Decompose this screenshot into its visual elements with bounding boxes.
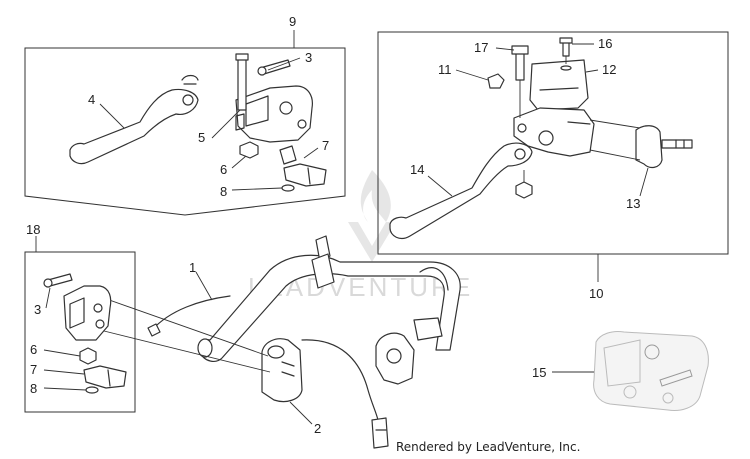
callout-13: 13 — [626, 196, 640, 211]
callout-5: 5 — [198, 130, 205, 145]
part-7-switch-b — [83, 365, 127, 389]
callout-6b: 6 — [30, 342, 37, 357]
callout-17: 17 — [474, 40, 488, 55]
callout-15: 15 — [532, 365, 546, 380]
callout-7b: 7 — [30, 362, 37, 377]
part-11-cap — [487, 73, 505, 89]
callout-18: 18 — [26, 222, 40, 237]
callout-9: 9 — [289, 14, 296, 29]
group-box-9 — [24, 47, 346, 216]
watermark-v-icon — [348, 222, 396, 262]
callout-6: 6 — [220, 162, 227, 177]
part-13-clamp — [635, 125, 693, 169]
callout-12: 12 — [602, 62, 616, 77]
watermark-flame-icon — [360, 170, 391, 222]
part-3-screw-b — [43, 273, 73, 288]
part-6-nut — [239, 141, 259, 159]
part-8-washer-b — [85, 386, 99, 394]
group-box-18 — [24, 251, 136, 413]
part-7-switch — [279, 145, 327, 187]
callout-1: 1 — [189, 260, 196, 275]
part-1-handlebar — [197, 235, 461, 362]
callout-3b: 3 — [34, 302, 41, 317]
callout-8b: 8 — [30, 381, 37, 396]
part-1-cable — [147, 295, 231, 337]
callout-4: 4 — [88, 92, 95, 107]
leader-lines — [43, 43, 649, 425]
part-16-screw — [559, 37, 573, 57]
callout-11: 11 — [438, 62, 452, 77]
part-2-switch — [261, 338, 303, 403]
callout-2: 2 — [314, 421, 321, 436]
part-6-nut-b — [79, 347, 97, 365]
credit-text: Rendered by LeadVenture, Inc. — [396, 440, 580, 454]
part-4-clutch-lever — [69, 74, 199, 165]
part-14-brake-lever — [389, 142, 533, 240]
part-right-grip-housing — [375, 267, 449, 385]
part-14-lever-nut — [515, 181, 533, 199]
part-15-switch-housing — [593, 331, 709, 411]
callout-10: 10 — [589, 286, 603, 301]
part-12-reservoir — [529, 59, 589, 111]
callouts: 9 3 4 5 6 7 8 17 16 11 12 14 13 10 18 1 … — [26, 14, 640, 436]
part-master-cylinder-body — [513, 107, 595, 157]
callout-14: 14 — [410, 162, 424, 177]
part-17-bolt — [511, 45, 529, 81]
callout-7: 7 — [322, 138, 329, 153]
callout-3: 3 — [305, 50, 312, 65]
part-2-cable — [301, 339, 389, 449]
part-8-washer — [281, 184, 295, 192]
part-9-lever-bracket — [235, 85, 313, 143]
part-18-lever-holder — [63, 285, 112, 341]
callout-8: 8 — [220, 184, 227, 199]
callout-16: 16 — [598, 36, 612, 51]
part-5-pivot-bolt — [235, 53, 249, 111]
group-box-10 — [377, 31, 729, 255]
